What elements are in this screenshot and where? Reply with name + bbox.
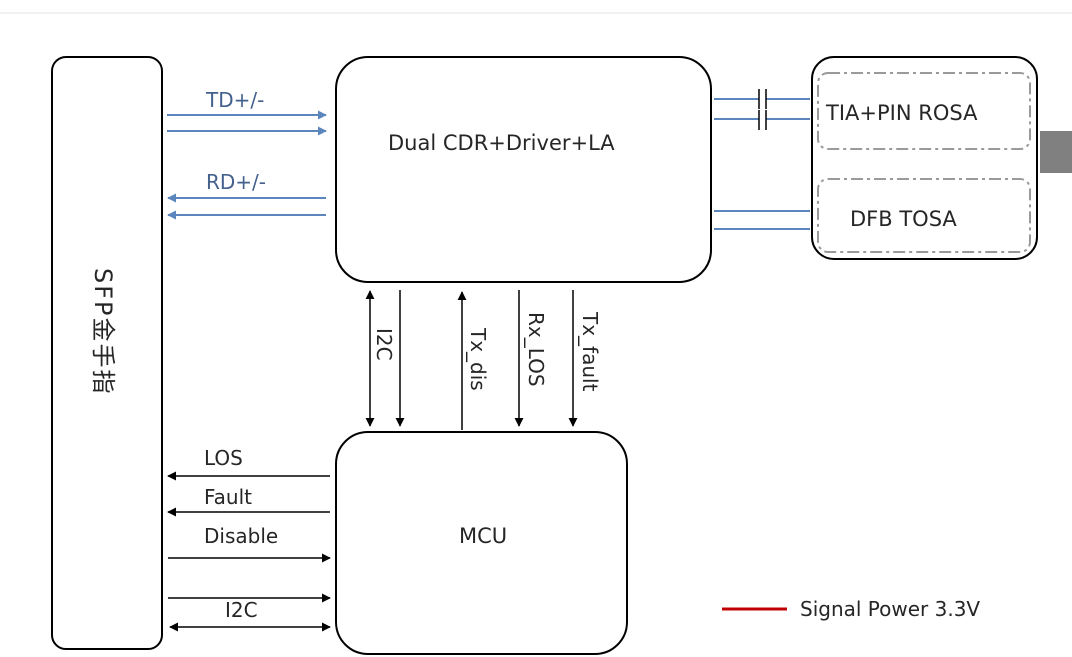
side-tab	[1040, 131, 1072, 173]
tx-dis-label: Tx_dis	[466, 328, 490, 391]
sfp-connector-label: SFP金手指	[89, 268, 117, 396]
optics-block	[811, 56, 1038, 260]
i2c-bottom-label: I2C	[225, 598, 258, 622]
rosa-block	[817, 72, 1031, 150]
rd-label: RD+/-	[206, 170, 267, 194]
disable-label: Disable	[204, 524, 279, 548]
rosa-label: TIA+PIN ROSA	[826, 101, 978, 125]
los-label: LOS	[204, 446, 243, 470]
tx-fault-label: Tx_fault	[578, 312, 602, 392]
rx-los-label: Rx_LOS	[524, 312, 548, 387]
cdr-block	[335, 56, 712, 283]
legend-label: Signal Power 3.3V	[800, 597, 981, 621]
fault-label: Fault	[204, 485, 252, 509]
i2c-vertical-label: I2C	[372, 328, 396, 361]
tosa-label: DFB TOSA	[850, 207, 957, 231]
td-label: TD+/-	[206, 88, 265, 112]
mcu-label: MCU	[459, 524, 508, 548]
mcu-block	[335, 431, 628, 655]
tosa-block	[817, 178, 1031, 253]
sfp-connector-block	[51, 56, 163, 650]
cdr-label: Dual CDR+Driver+LA	[388, 131, 615, 155]
